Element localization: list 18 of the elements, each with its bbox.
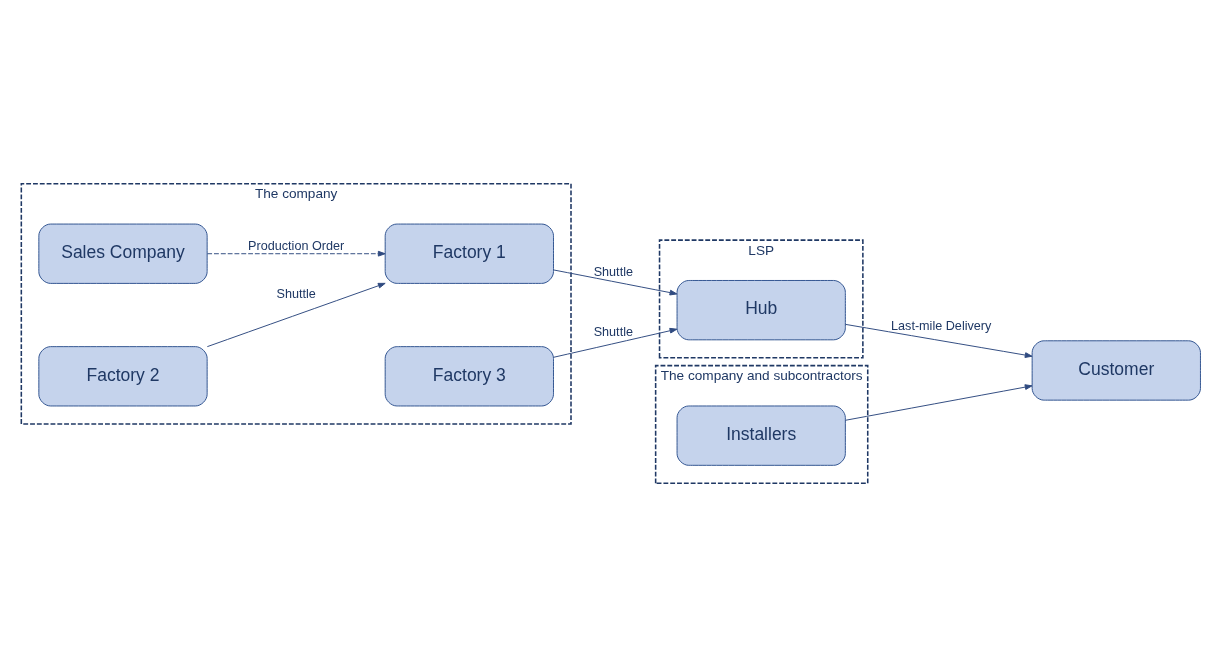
node-box: Hub (676, 280, 846, 341)
node-box: Installers (676, 405, 846, 466)
arrow (553, 327, 678, 358)
arrow (206, 282, 386, 348)
node-box: Customer (1031, 340, 1201, 401)
arrow (553, 269, 678, 296)
arrow (844, 323, 1033, 358)
node-box: Factory 2 (38, 346, 208, 407)
node-box: Sales Company (38, 223, 208, 284)
edge-label: Last-mile Delivery (891, 319, 992, 333)
arrow (844, 384, 1033, 421)
edge-label: Shuttle (593, 324, 633, 339)
edge-label: Shuttle (593, 264, 633, 279)
edge-label: Shuttle (276, 286, 316, 301)
node-box: Factory 3 (384, 346, 554, 407)
edge-label: Production Order (248, 239, 345, 254)
node-box: Factory 1 (384, 223, 554, 284)
arrow (206, 250, 386, 257)
